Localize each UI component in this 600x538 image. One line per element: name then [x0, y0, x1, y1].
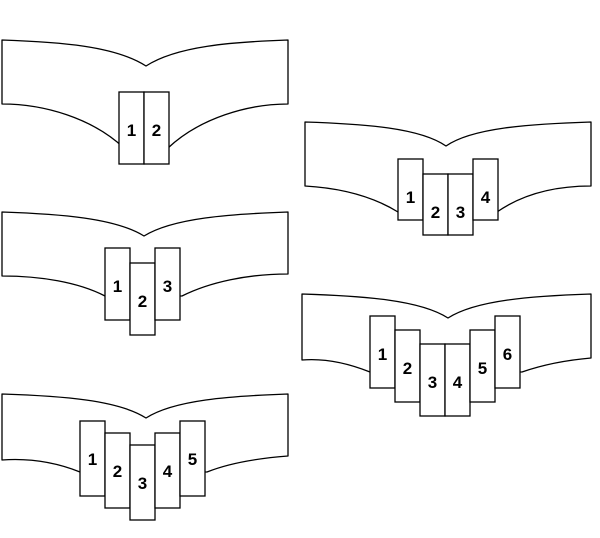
section-number: 2 [138, 292, 147, 311]
spine-section [494, 315, 521, 389]
section-number: 4 [453, 373, 463, 392]
spine-section [79, 420, 106, 497]
spine-section [369, 315, 396, 389]
spine-section [394, 329, 421, 403]
section-number: 2 [152, 121, 161, 140]
section-number: 3 [138, 474, 147, 493]
section-number: 1 [88, 450, 97, 469]
section-number: 1 [378, 345, 387, 364]
spine-section [104, 247, 131, 321]
spine-section [104, 432, 131, 509]
figure-three-sections: 123 [1, 211, 289, 336]
section-number: 5 [478, 359, 487, 378]
spine-section [143, 91, 170, 165]
section-number: 1 [113, 277, 122, 296]
section-number: 2 [113, 462, 122, 481]
section-number: 4 [481, 188, 491, 207]
spine-section [154, 432, 181, 509]
section-number: 6 [503, 345, 512, 364]
spine-section [472, 158, 499, 221]
section-number: 3 [163, 277, 172, 296]
section-number: 2 [431, 203, 440, 222]
spine-section [397, 158, 424, 221]
section-number: 4 [163, 462, 173, 481]
section-number: 3 [456, 203, 465, 222]
spine-sections: 123 [104, 247, 181, 336]
spine-section [179, 420, 206, 497]
book-outline [1, 211, 289, 297]
book-outline [1, 393, 289, 473]
spine-section [154, 247, 181, 321]
section-number: 2 [403, 359, 412, 378]
section-number: 3 [428, 373, 437, 392]
section-number: 5 [188, 450, 197, 469]
section-number: 1 [127, 121, 136, 140]
spine-section [469, 329, 496, 403]
section-number: 1 [406, 188, 415, 207]
book-outline [304, 121, 592, 213]
